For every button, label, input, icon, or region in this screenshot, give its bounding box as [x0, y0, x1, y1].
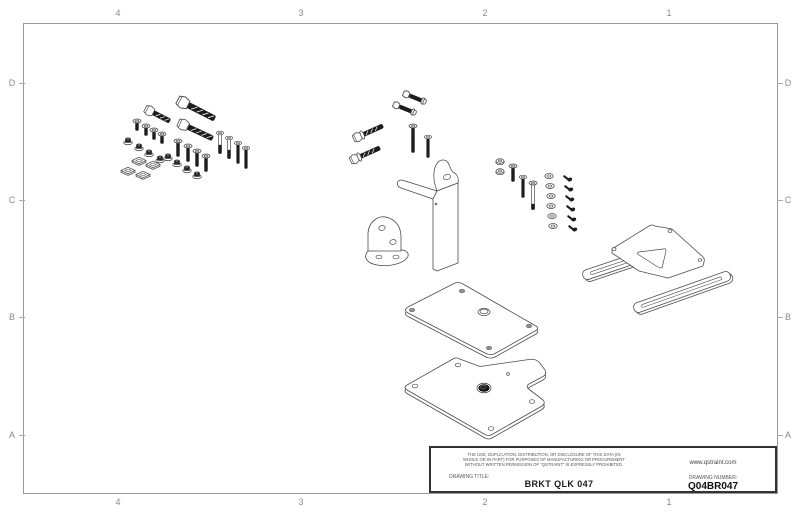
- legal-notice: THE USE, DUPLICATION, DISTRIBUTION, OR D…: [431, 452, 657, 468]
- flat-head-screw: [142, 124, 150, 136]
- grid-col-label: 1: [666, 497, 672, 507]
- grid-row-label: A: [8, 430, 16, 440]
- flat-washer: [544, 173, 554, 179]
- drawing-title: BRKT QLK 047: [524, 479, 594, 489]
- hardware-cluster-left: [120, 93, 250, 180]
- flat-washer: [546, 203, 556, 209]
- flange-nut: [182, 165, 192, 174]
- socket-screw: [566, 214, 578, 224]
- flat-washer: [545, 183, 555, 189]
- grid-col-label: 2: [482, 8, 488, 18]
- flat-head-screw: [424, 135, 431, 157]
- grid-col-label: 3: [298, 497, 304, 507]
- hex-bolt: [175, 116, 216, 144]
- zone-tick: [777, 435, 783, 436]
- flange-nut: [134, 143, 144, 152]
- flat-head-screw: [184, 144, 192, 162]
- machine-screw: [216, 131, 223, 153]
- title-block: THE USE, DUPLICATION, DISTRIBUTION, OR D…: [429, 446, 777, 493]
- grid-row-label: B: [8, 312, 16, 322]
- flat-washer: [546, 193, 556, 199]
- drawing-title-label: DRAWING TITLE:: [449, 474, 490, 480]
- zone-tick: [19, 83, 25, 84]
- socket-screw: [564, 194, 576, 204]
- flange-nut: [123, 137, 133, 146]
- flat-head-screw: [193, 149, 201, 167]
- zone-tick: [777, 200, 783, 201]
- hardware-cluster-right: [495, 158, 579, 234]
- grid-col-label: 4: [115, 8, 121, 18]
- mounting-plate: [405, 282, 539, 359]
- flange-nut: [172, 159, 182, 168]
- hardware-cluster-middle: [348, 89, 432, 166]
- zone-tick: [777, 83, 783, 84]
- slotted-rail-bracket: [582, 224, 734, 315]
- square-washer: [120, 166, 136, 176]
- grid-row-label: B: [784, 312, 792, 322]
- machine-screw: [225, 136, 232, 158]
- grid-row-label: D: [784, 78, 792, 88]
- base-plate: [404, 357, 547, 440]
- flat-head-screw: [133, 119, 141, 131]
- grid-col-label: 3: [298, 8, 304, 18]
- stud-assembly: [391, 100, 418, 117]
- flat-head-screw: [202, 154, 210, 172]
- grid-row-label: C: [8, 195, 16, 205]
- zone-tick: [19, 200, 25, 201]
- machine-screw: [234, 141, 241, 163]
- square-washer: [135, 170, 151, 180]
- zone-tick: [19, 317, 25, 318]
- title-block-left: THE USE, DUPLICATION, DISTRIBUTION, OR D…: [431, 448, 657, 491]
- legal-line: THE USE, DUPLICATION, DISTRIBUTION, OR D…: [467, 452, 621, 457]
- hex-nut: [495, 168, 505, 176]
- flange-nut: [163, 153, 173, 162]
- stud-assembly: [401, 89, 428, 106]
- flat-head-screw: [174, 139, 182, 157]
- grid-row-label: D: [8, 78, 16, 88]
- socket-screw: [563, 184, 575, 194]
- legal-line: WITHOUT WRITTEN PERMISSION OF "QSTRAINT"…: [464, 462, 624, 468]
- socket-screw: [567, 224, 579, 234]
- hook-bracket: [396, 159, 459, 272]
- hex-bolt-with-washer: [351, 121, 386, 144]
- hex-nut: [495, 158, 505, 166]
- hex-bolt-with-washer: [348, 143, 383, 166]
- flat-washer: [547, 213, 557, 219]
- grid-col-label: 2: [482, 497, 488, 507]
- legal-line: WHOLE OR IN PART) FOR PURPOSES OF MANUFA…: [462, 457, 625, 463]
- corner-bracket: [365, 216, 409, 266]
- flat-head-screw: [158, 132, 166, 144]
- flange-nut: [192, 171, 202, 180]
- drawing-border: [23, 23, 778, 494]
- grid-row-label: C: [784, 195, 792, 205]
- zone-tick: [19, 435, 25, 436]
- flange-nut: [155, 155, 165, 164]
- flat-head-screw: [519, 175, 526, 197]
- title-block-right: www.qstraint.com DRAWING NUMBER: Q04BR04…: [657, 448, 769, 492]
- flat-washer: [548, 223, 558, 229]
- grid-col-label: 1: [666, 8, 672, 18]
- square-washer: [131, 156, 147, 166]
- flat-head-screw: [529, 181, 537, 210]
- socket-screw: [562, 174, 574, 184]
- flange-nut: [144, 149, 154, 158]
- zone-tick: [777, 317, 783, 318]
- website-text: www.qstraint.com: [689, 460, 737, 466]
- hex-bolt: [142, 103, 173, 126]
- flat-head-screw: [409, 124, 417, 153]
- grid-col-label: 4: [115, 497, 121, 507]
- flat-head-screw: [509, 164, 517, 182]
- drawing-number-label: DRAWING NUMBER:: [688, 475, 738, 481]
- socket-screw: [565, 204, 577, 214]
- drawing-number: Q04BR047: [687, 481, 739, 492]
- machine-screw: [242, 146, 249, 168]
- grid-row-label: A: [784, 430, 792, 440]
- flat-head-screw: [150, 128, 158, 140]
